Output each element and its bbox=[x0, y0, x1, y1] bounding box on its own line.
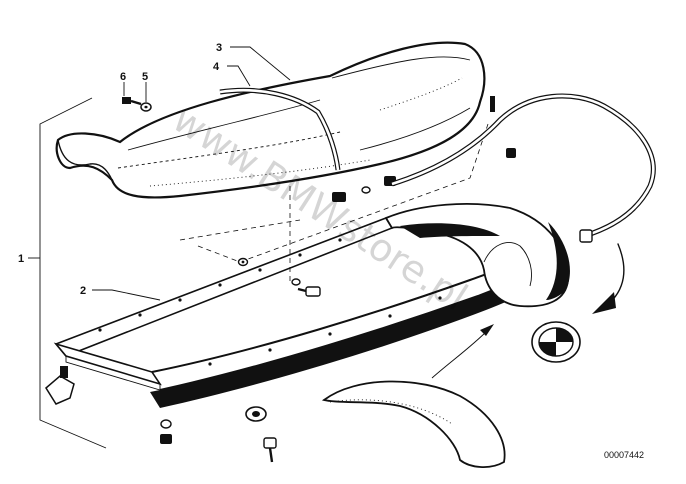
bolt-bottom bbox=[263, 437, 277, 463]
seat-cushion bbox=[55, 41, 486, 199]
seat-pan-frame bbox=[53, 203, 570, 408]
nut-washer-bottom bbox=[160, 419, 172, 444]
diagram-reference-number: 00007442 bbox=[604, 450, 644, 460]
screw-part-6 bbox=[122, 97, 142, 106]
grommet bbox=[245, 406, 267, 422]
callout-4: 4 bbox=[213, 61, 220, 73]
seat-strap bbox=[219, 87, 341, 171]
frame-hardware bbox=[237, 96, 516, 297]
grab-rail bbox=[391, 93, 656, 243]
badge-emblem bbox=[531, 321, 581, 363]
callout-6: 6 bbox=[120, 71, 126, 83]
assembly-bracket bbox=[28, 97, 107, 449]
callout-3: 3 bbox=[216, 42, 222, 54]
washer-part-5 bbox=[140, 102, 152, 112]
callout-2: 2 bbox=[80, 285, 86, 297]
direction-arrow bbox=[431, 243, 625, 379]
rubber-bumper bbox=[45, 366, 75, 405]
leader-lines bbox=[92, 46, 291, 301]
assembly-guide-lines bbox=[179, 123, 489, 282]
callout-5: 5 bbox=[142, 71, 148, 83]
tail-cover bbox=[321, 380, 506, 468]
callout-1: 1 bbox=[18, 253, 24, 265]
